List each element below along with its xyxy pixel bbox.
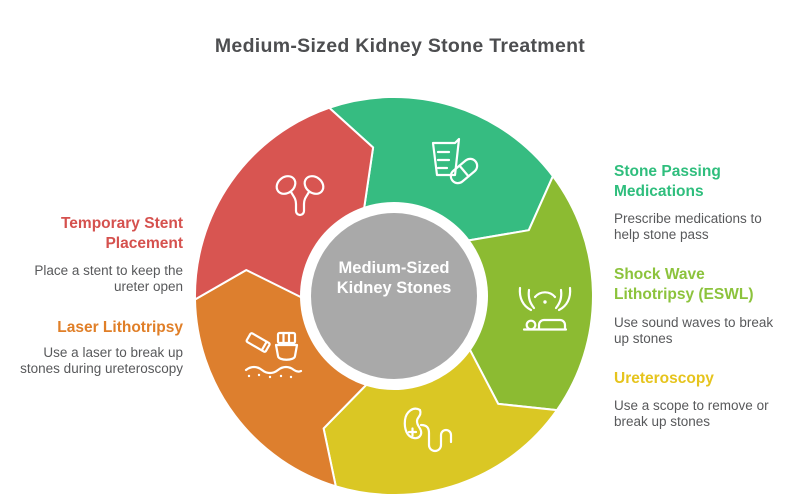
medications-icon bbox=[431, 137, 479, 185]
scope-icon bbox=[403, 407, 453, 453]
right-item-description-stone-passing-medications: Prescribe medications to help stone pass bbox=[614, 211, 762, 242]
left-item-description-temporary-stent: Place a stent to keep the ureter open bbox=[34, 263, 183, 294]
right-item-heading-stone-passing-medications: Stone Passing Medications bbox=[614, 163, 721, 200]
kidneys-icon bbox=[275, 175, 325, 217]
center-circle bbox=[311, 213, 477, 379]
eswl-icon bbox=[518, 286, 572, 331]
laser-icon bbox=[244, 331, 303, 379]
left-item-description-laser-lithotripsy: Use a laser to break up stones during ur… bbox=[20, 345, 183, 376]
left-item-heading-temporary-stent: Temporary Stent Placement bbox=[60, 215, 183, 252]
right-item-description-ureteroscopy: Use a scope to remove or break up stones bbox=[614, 398, 769, 429]
right-item-heading-shock-wave-lithotripsy: Shock Wave Lithotripsy (ESWL) bbox=[614, 266, 754, 303]
right-item-description-shock-wave-lithotripsy: Use sound waves to break up stones bbox=[614, 315, 774, 346]
left-item-heading-laser-lithotripsy: Laser Lithotripsy bbox=[57, 319, 183, 336]
right-item-heading-ureteroscopy: Ureteroscopy bbox=[614, 370, 714, 387]
page-title: Medium-Sized Kidney Stone Treatment bbox=[214, 35, 586, 57]
center-label: Medium-Sized Kidney Stones bbox=[336, 259, 452, 297]
